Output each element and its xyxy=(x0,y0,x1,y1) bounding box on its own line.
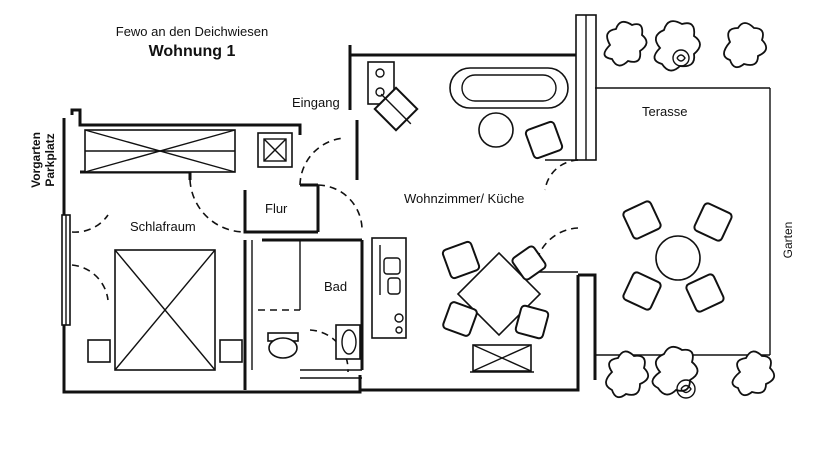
label-terasse: Terasse xyxy=(642,104,688,119)
sofa xyxy=(449,67,569,109)
label-wohnzimmer-kueche: Wohnzimmer/ Küche xyxy=(404,191,524,206)
label-garten: Garten xyxy=(781,222,795,259)
dining-chair xyxy=(441,240,481,280)
shrub-group-top xyxy=(603,20,768,72)
terrace-chair xyxy=(622,200,662,240)
terrace-outline xyxy=(595,87,771,356)
shrub-group-bottom xyxy=(605,345,776,399)
washbasin xyxy=(335,324,361,360)
label-vorgarten: Vorgarten xyxy=(29,132,43,188)
terrace-chair xyxy=(693,202,733,242)
dining-chair xyxy=(514,304,550,340)
kitchen-counter xyxy=(371,237,407,339)
side-table xyxy=(478,112,514,148)
hall-cabinet xyxy=(257,132,293,168)
terrace-chair xyxy=(685,273,725,313)
terrace-table xyxy=(655,235,701,281)
bedroom-wardrobe xyxy=(84,129,236,173)
armchair xyxy=(524,120,564,160)
label-flur: Flur xyxy=(265,201,288,216)
plan-subtitle: Fewo an den Deichwiesen xyxy=(116,24,268,39)
terrace-chair xyxy=(622,271,662,311)
nightstand-right xyxy=(219,339,243,363)
exterior-walls xyxy=(61,14,597,394)
double-bed xyxy=(114,249,216,371)
nightstand-left xyxy=(87,339,111,363)
label-parkplatz: Parkplatz xyxy=(43,133,57,186)
label-eingang: Eingang xyxy=(292,95,340,110)
sideboard xyxy=(472,344,532,372)
toilet xyxy=(267,332,299,359)
dining-chair xyxy=(511,245,547,281)
door-swings xyxy=(71,137,579,373)
label-bad: Bad xyxy=(324,279,347,294)
label-schlafraum: Schlafraum xyxy=(130,219,196,234)
plan-title: Wohnung 1 xyxy=(149,43,236,60)
dining-chair xyxy=(442,301,478,337)
